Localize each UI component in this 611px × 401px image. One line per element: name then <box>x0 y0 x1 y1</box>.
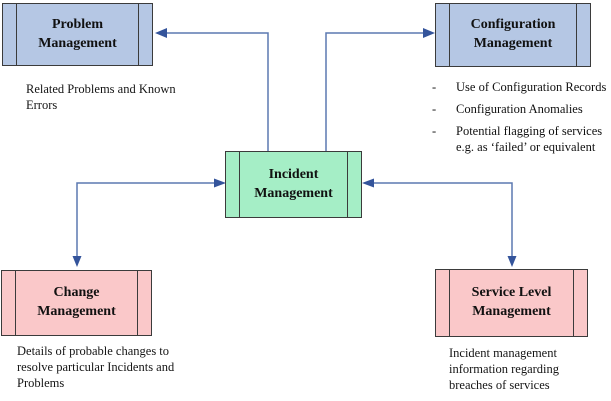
dash-bullet-icon: - <box>432 80 437 94</box>
service-level-management-note: Incident management information regardin… <box>449 346 560 392</box>
arrow-incident-to-configuration <box>325 28 435 151</box>
node-change-management: Change Management <box>1 270 152 336</box>
connector-line <box>166 32 269 151</box>
node-configuration-management: Configuration Management <box>435 3 591 67</box>
node-problem-management: Problem Management <box>2 3 153 66</box>
node-title: Change Management <box>37 285 116 319</box>
node-incident-management: Incident Management <box>225 151 362 218</box>
bullet-item: - Configuration Anomalies <box>432 101 611 117</box>
arrowhead-down-icon <box>507 256 517 267</box>
dash-bullet-icon: - <box>432 124 437 138</box>
node-title: Incident Management <box>254 166 333 201</box>
configuration-management-bullets: - Use of Configuration Records - Configu… <box>432 79 611 161</box>
connector-incident-service-level <box>362 178 517 267</box>
bullet-text: Configuration Anomalies <box>456 102 583 116</box>
arrowhead-down-icon <box>72 256 82 267</box>
arrowhead-right-icon <box>423 28 435 38</box>
change-management-note: Details of probable changes to resolve p… <box>17 344 175 390</box>
bullet-item: - Use of Configuration Records <box>432 79 611 95</box>
node-title: Problem Management <box>38 16 117 51</box>
node-service-level-management: Service Level Management <box>435 269 588 337</box>
arrowhead-left-icon <box>155 28 167 38</box>
connector-incident-change <box>72 178 226 267</box>
bullet-text: Use of Configuration Records <box>456 80 607 94</box>
node-title: Service Level Management <box>471 285 552 319</box>
problem-management-note: Related Problems and Known Errors <box>26 82 176 112</box>
node-title: Configuration Management <box>470 17 556 51</box>
bullet-text: Potential flagging of services e.g. as ‘… <box>456 124 603 154</box>
arrowhead-left-icon <box>362 178 374 188</box>
dash-bullet-icon: - <box>432 102 437 116</box>
connector-line <box>76 182 214 256</box>
bullet-item: - Potential flagging of services e.g. as… <box>432 123 611 155</box>
connector-line <box>373 182 513 256</box>
connector-line <box>325 32 424 151</box>
